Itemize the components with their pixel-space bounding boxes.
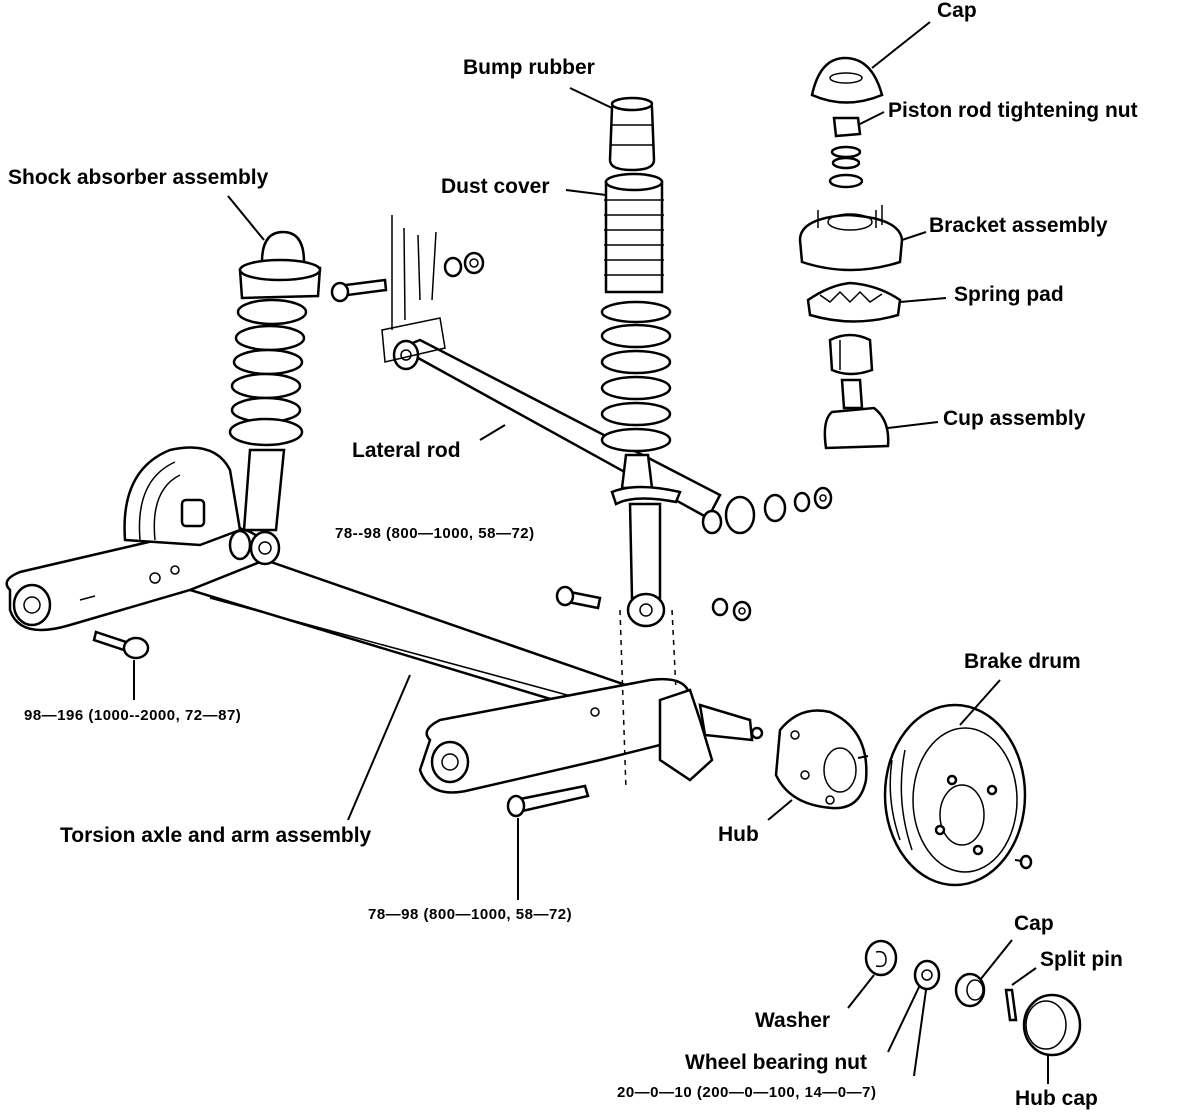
lower-bolt <box>506 784 590 818</box>
wheel-bearing-nut-part <box>913 959 941 991</box>
brake-drum <box>883 703 1033 887</box>
torque-lateral-bolt: 78--98 (800—1000, 58—72) <box>335 525 535 542</box>
label-split-pin: Split pin <box>1040 948 1123 971</box>
label-cap-small: Cap <box>1014 912 1054 935</box>
torque-bearing-nut: 20—0—10 (200—0—100, 14—0—7) <box>617 1084 877 1101</box>
left-brake-drum <box>123 446 242 547</box>
label-lateral-rod: Lateral rod <box>352 439 461 462</box>
label-torsion-axle: Torsion axle and arm assembly <box>60 824 372 847</box>
left-shock-absorber <box>228 230 322 566</box>
label-piston-rod-nut: Piston rod tightening nut <box>888 99 1138 122</box>
torsion-axle-assembly <box>5 525 764 794</box>
label-hub-cap: Hub cap <box>1015 1087 1098 1110</box>
label-cup-assembly: Cup assembly <box>943 407 1086 430</box>
label-brake-drum: Brake drum <box>964 650 1081 673</box>
lateral-upper-bolt <box>330 251 485 303</box>
label-hub: Hub <box>718 823 759 846</box>
torque-lower-bolt: 78—98 (800—1000, 58—72) <box>368 906 573 923</box>
label-bump-rubber: Bump rubber <box>463 56 595 79</box>
label-shock-absorber: Shock absorber assembly <box>8 166 269 189</box>
torque-arm-bolt: 98—196 (1000--2000, 72—87) <box>24 707 242 724</box>
center-strut <box>555 96 752 791</box>
lateral-rod-bushings <box>701 486 833 535</box>
lateral-rod <box>381 215 722 520</box>
label-dust-cover: Dust cover <box>441 175 550 198</box>
split-pin-part <box>1004 988 1018 1022</box>
arm-bolt <box>92 630 150 660</box>
upper-mount-stack <box>798 56 904 450</box>
label-bracket-assembly: Bracket assembly <box>929 214 1108 237</box>
label-cap-top: Cap <box>937 0 977 22</box>
leader-lines <box>133 21 1049 1084</box>
label-wheel-bearing-nut: Wheel bearing nut <box>685 1051 868 1074</box>
washer-part <box>864 939 898 977</box>
hub <box>774 709 869 810</box>
label-washer: Washer <box>755 1009 831 1032</box>
small-cap-part <box>954 972 986 1008</box>
hub-cap-part <box>1022 993 1082 1057</box>
label-spring-pad: Spring pad <box>954 283 1064 306</box>
